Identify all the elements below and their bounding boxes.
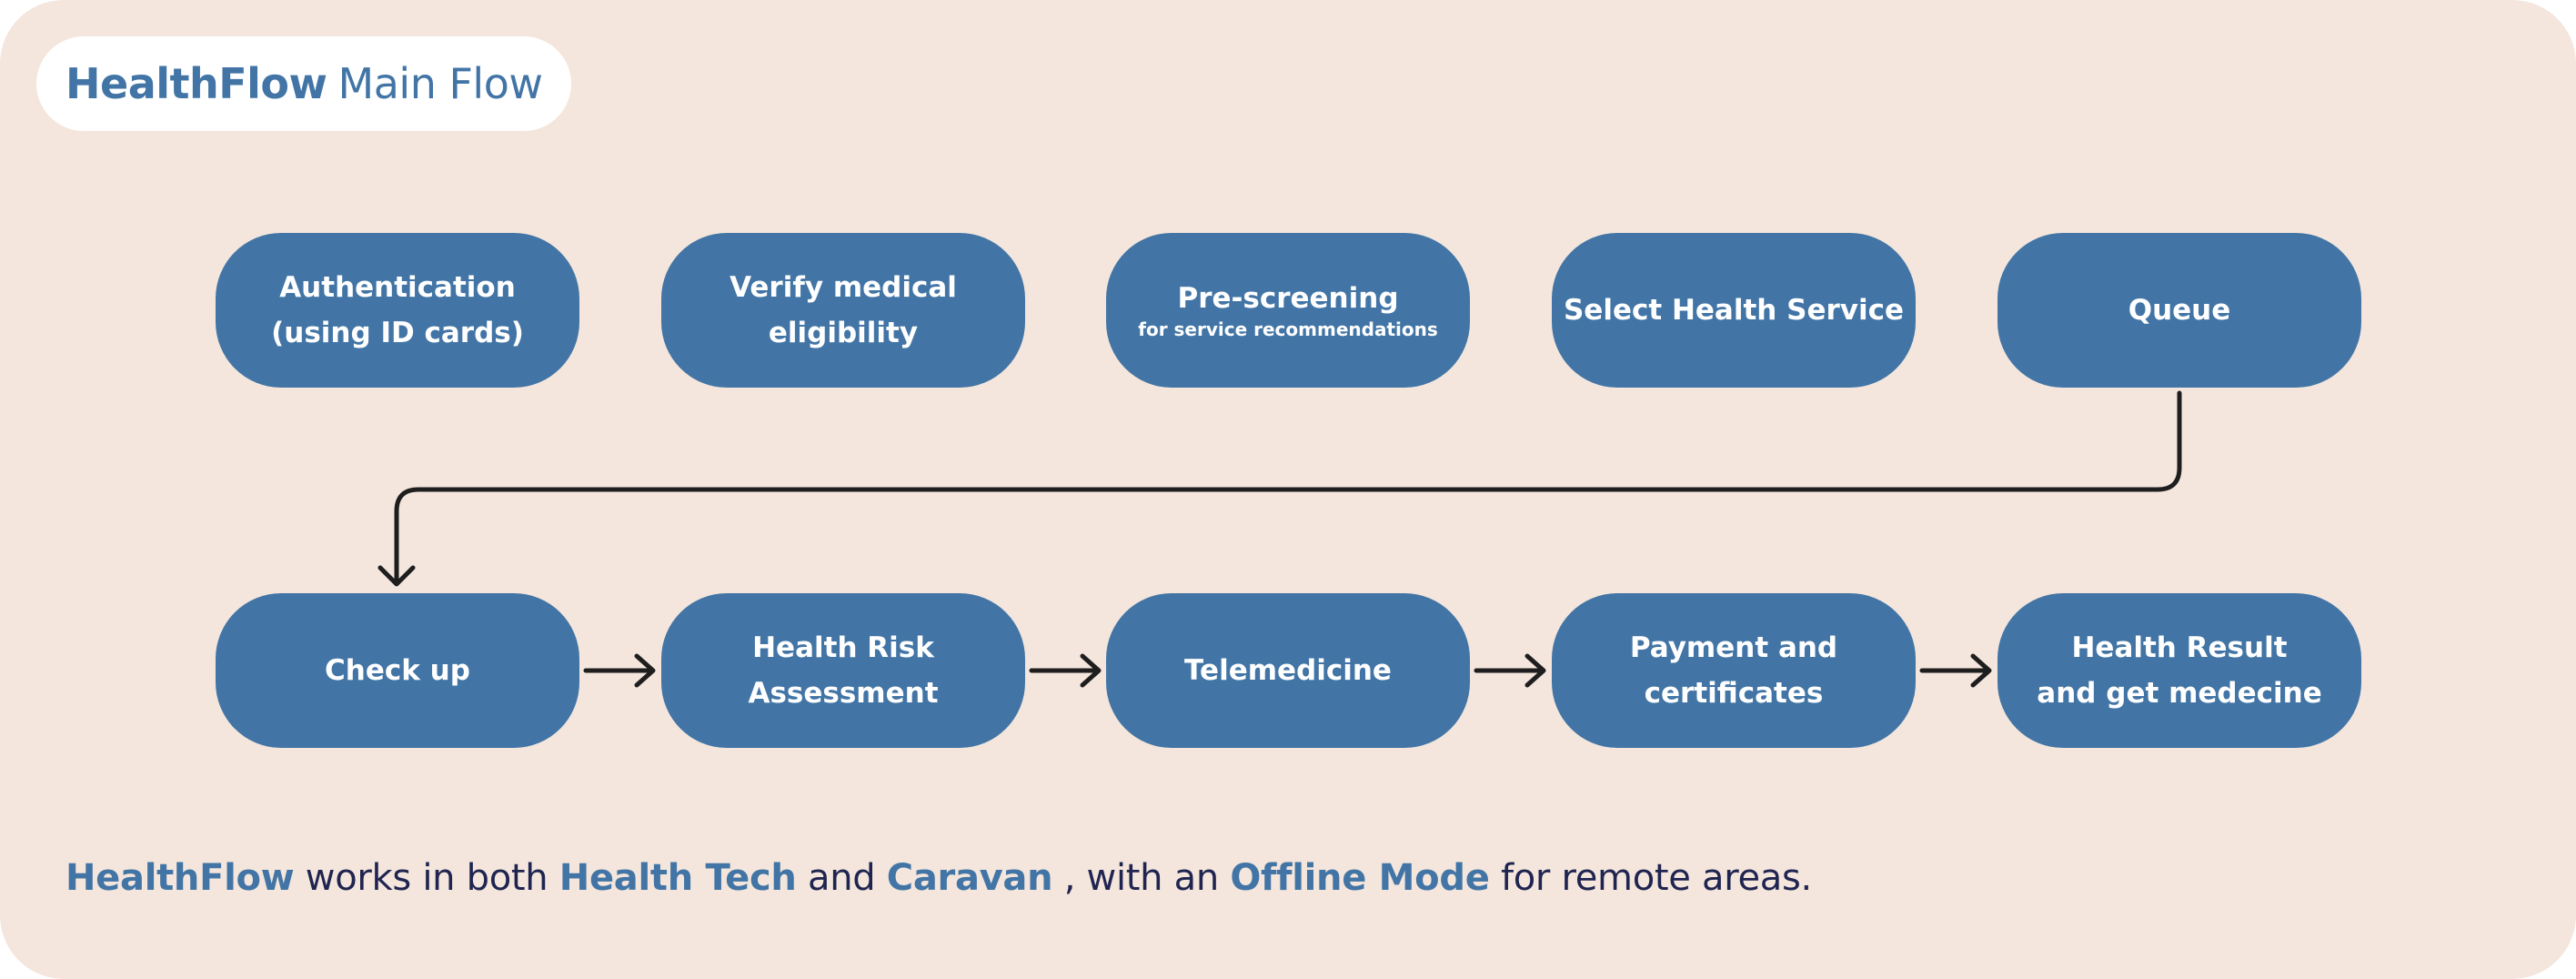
arrow-telemedicine-to-payment [1474, 653, 1546, 688]
node-check-up: Check up [216, 593, 579, 748]
node-label: certificates [1644, 677, 1824, 710]
node-label: (using ID cards) [271, 317, 524, 349]
node-label: Check up [325, 654, 470, 687]
arrowhead-checkup [377, 565, 416, 587]
title-brand: HealthFlow [65, 59, 327, 108]
node-label: Health Result [2071, 631, 2288, 664]
node-select-health-service: Select Health Service [1552, 233, 1916, 388]
title-badge: HealthFlow Main Flow [36, 36, 571, 131]
footer-text: works in both [294, 857, 559, 899]
footer-text: and [796, 857, 887, 899]
node-label: Queue [2128, 294, 2231, 327]
node-label: Payment and [1629, 631, 1838, 664]
node-label: Select Health Service [1563, 294, 1905, 327]
node-label: Telemedicine [1184, 654, 1392, 687]
title-text: Main Flow [337, 59, 543, 108]
node-label: Authentication [279, 271, 516, 304]
node-label: Pre-screening [1177, 282, 1399, 315]
footer-text: , with an [1052, 857, 1231, 899]
node-label: eligibility [768, 317, 919, 349]
arrow-risk-to-telemedicine [1029, 653, 1102, 688]
arrow-checkup-to-risk [583, 653, 656, 688]
footer-caravan: Caravan [886, 857, 1053, 899]
node-health-risk-assessment: Health Risk Assessment [661, 593, 1025, 748]
footer-text: for remote areas. [1489, 857, 1812, 899]
node-authentication: Authentication (using ID cards) [216, 233, 579, 388]
node-pre-screening: Pre-screening for service recommendation… [1106, 233, 1470, 388]
footer-health-tech: Health Tech [558, 857, 797, 899]
footer-caption: HealthFlow works in both Health Tech and… [65, 857, 1812, 899]
footer-offline-mode: Offline Mode [1230, 857, 1490, 899]
node-payment-certificates: Payment and certificates [1552, 593, 1916, 748]
node-verify-eligibility: Verify medical eligibility [661, 233, 1025, 388]
node-queue: Queue [1997, 233, 2361, 388]
connector-queue-to-checkup [394, 390, 2182, 585]
footer-brand: HealthFlow [65, 857, 295, 899]
node-health-result: Health Result and get medecine [1997, 593, 2361, 748]
arrow-payment-to-result [1919, 653, 1992, 688]
node-label: Assessment [748, 677, 939, 710]
node-label: Verify medical [730, 271, 957, 304]
node-telemedicine: Telemedicine [1106, 593, 1470, 748]
node-sublabel: for service recommendations [1138, 318, 1438, 340]
node-label: Health Risk [752, 631, 934, 664]
node-label: and get medecine [2037, 677, 2322, 710]
